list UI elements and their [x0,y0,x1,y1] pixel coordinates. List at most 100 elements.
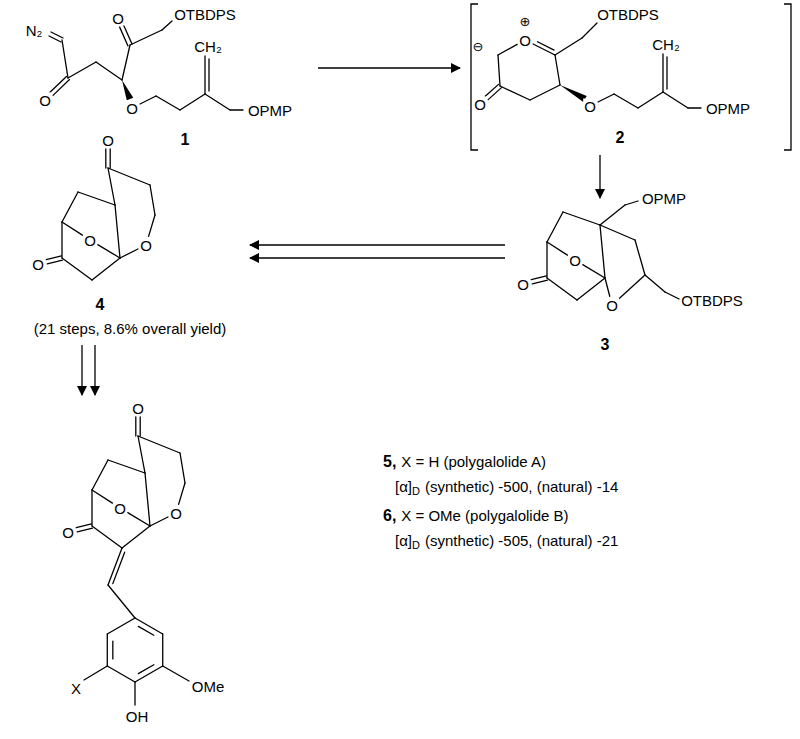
bond-line [600,225,605,278]
bond-line [135,666,163,682]
bond-line [205,94,230,110]
bond-line [122,45,130,80]
bond-line [582,23,597,38]
bond-line [583,265,605,278]
bond-line [92,526,122,548]
bond-line [645,275,665,292]
bond-line [180,453,185,483]
atom-label: OPMP [641,191,687,206]
compound-number: 1 [180,132,191,148]
bond-line [62,258,92,280]
reaction-arrow [81,345,82,395]
double-bond [538,42,555,50]
reaction-arrow [94,345,95,395]
bond-line [162,634,163,666]
reaction-arrow [250,244,505,245]
note-text: [α] [395,479,412,494]
bond-line [115,205,120,258]
bond-line [547,212,563,242]
double-bond [488,88,501,100]
bond-line [120,249,138,258]
double-bond [113,552,125,583]
charge-symbol: ⊕ [519,15,532,28]
reaction-arrow [318,67,460,68]
atom-label: O [83,233,97,248]
double-bond [204,56,205,94]
atom-label: O [101,133,115,148]
compound-number: 6, [383,508,396,524]
bond-line [600,205,625,225]
bond-line [134,682,135,705]
bond-line [138,436,145,473]
bond-line [149,215,155,236]
note-text: (synthetic) -505, (natural) -21 [425,533,618,548]
bond-line [605,278,610,296]
double-bond [120,27,128,46]
atom-label: O [131,401,145,416]
atom-label: O [473,97,487,112]
wedge-bond [122,80,133,100]
atom-label: O [61,525,75,540]
double-bond [135,417,136,436]
text-row: 5,X = H (polygalolide A) [383,454,546,470]
bond-line [96,62,122,80]
bond-line [577,278,605,300]
bond-line [107,634,108,666]
bond-line [62,192,78,222]
bond-line [108,168,115,205]
bond-line [500,86,530,100]
bond-line [78,192,115,205]
bond-line [92,460,108,490]
aromatic-bond [138,626,154,635]
bond-line [625,201,638,205]
bond-line [130,30,162,45]
compound-number: 3 [600,337,611,353]
reaction-arrow [250,257,505,258]
bond-line [635,240,645,275]
atom-label: O [516,277,530,292]
atom-label: O [111,11,125,26]
double-bond [46,256,61,260]
bond-line [138,436,180,453]
compound-number: 4 [95,297,106,313]
bond-line [62,222,82,235]
double-bond [49,36,61,42]
bond-line [665,292,679,299]
bond-line [614,94,638,108]
bond-line [91,490,92,526]
atom-label: CH₂ [651,37,681,52]
bond-line [92,258,120,280]
atom-label: OH [125,709,150,724]
bond-line [663,92,688,108]
atom-label: OPMP [705,101,751,116]
bond-line [92,490,112,503]
bond-line [163,666,189,681]
bond-line [179,483,185,504]
bond-line [108,460,145,473]
bond-line [122,526,150,548]
bond-line [156,96,180,110]
bond-line [546,242,547,278]
double-bond [47,260,62,264]
bond-line [68,62,96,78]
atom-label: O [125,101,139,116]
atom-label: OTBDPS [173,7,237,22]
aromatic-bond [112,641,113,659]
bond-line [62,40,68,78]
atom-label: O [139,238,153,253]
atom-label: O [113,501,127,516]
atom-label: N₂ [25,23,44,38]
compound-number: 2 [615,130,626,146]
atom-label: O [568,253,582,268]
bond-line [598,94,614,102]
atom-label: O [169,506,183,521]
subscript-label: D [412,486,420,497]
atom-label: X [70,681,82,696]
atom-label: O [38,93,52,108]
bond-line [600,225,635,240]
note-text: X = OMe (polygalolide B) [401,508,568,523]
double-bond [140,417,141,436]
bond-line [108,585,135,618]
